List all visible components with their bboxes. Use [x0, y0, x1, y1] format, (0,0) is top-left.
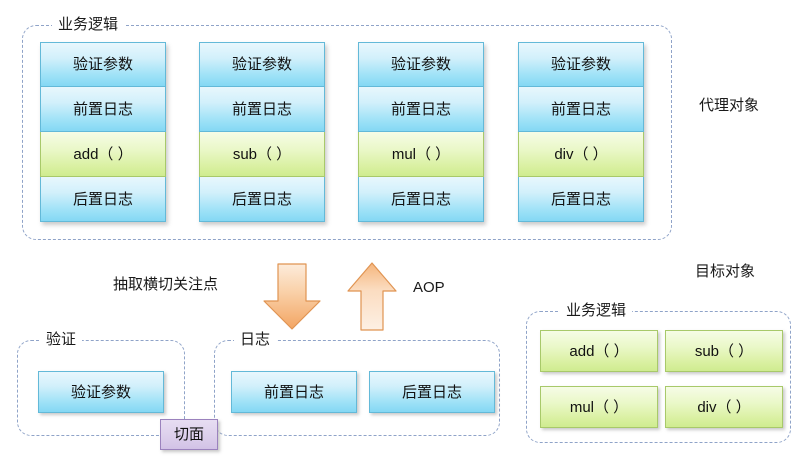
aop-label: AOP — [413, 279, 445, 296]
proxy-column-mul: 验证参数 前置日志 mul（ ） 后置日志 — [358, 42, 484, 222]
proxy-cell-method: sub（ ） — [199, 132, 325, 177]
up-arrow-icon — [346, 260, 400, 334]
proxy-object-label: 代理对象 — [699, 97, 760, 114]
target-method-mul: mul（ ） — [540, 386, 658, 428]
validate-group — [17, 340, 185, 436]
aspect-item-before-log: 前置日志 — [231, 371, 357, 413]
proxy-cell: 前置日志 — [358, 87, 484, 132]
log-group-title: 日志 — [234, 331, 277, 349]
proxy-business-logic-group — [22, 25, 672, 240]
proxy-column-sub: 验证参数 前置日志 sub（ ） 后置日志 — [199, 42, 325, 222]
extract-crosscutting-concerns-label: 抽取横切关注点 — [113, 276, 219, 293]
log-group — [214, 340, 500, 436]
proxy-cell: 验证参数 — [518, 42, 644, 87]
proxy-cell-method: add（ ） — [40, 132, 166, 177]
target-object-label: 目标对象 — [695, 263, 756, 280]
target-method-sub: sub（ ） — [665, 330, 783, 372]
proxy-cell: 前置日志 — [199, 87, 325, 132]
proxy-business-logic-group-title: 业务逻辑 — [52, 16, 125, 34]
proxy-cell: 后置日志 — [518, 177, 644, 222]
validate-group-title: 验证 — [40, 331, 83, 349]
proxy-cell: 后置日志 — [358, 177, 484, 222]
proxy-cell-method: div（ ） — [518, 132, 644, 177]
proxy-cell: 后置日志 — [199, 177, 325, 222]
proxy-column-div: 验证参数 前置日志 div（ ） 后置日志 — [518, 42, 644, 222]
proxy-column-add: 验证参数 前置日志 add（ ） 后置日志 — [40, 42, 166, 222]
aspect-item-validate-params: 验证参数 — [38, 371, 164, 413]
target-business-logic-group — [526, 311, 791, 443]
proxy-cell: 后置日志 — [40, 177, 166, 222]
aspect-badge: 切面 — [160, 419, 218, 450]
aspect-item-after-log: 后置日志 — [369, 371, 495, 413]
proxy-cell: 前置日志 — [40, 87, 166, 132]
proxy-cell: 前置日志 — [518, 87, 644, 132]
proxy-cell: 验证参数 — [358, 42, 484, 87]
target-method-add: add（ ） — [540, 330, 658, 372]
target-method-div: div（ ） — [665, 386, 783, 428]
proxy-cell-method: mul（ ） — [358, 132, 484, 177]
proxy-cell: 验证参数 — [199, 42, 325, 87]
proxy-cell: 验证参数 — [40, 42, 166, 87]
down-arrow-icon — [262, 261, 324, 333]
target-business-logic-group-title: 业务逻辑 — [560, 302, 633, 320]
